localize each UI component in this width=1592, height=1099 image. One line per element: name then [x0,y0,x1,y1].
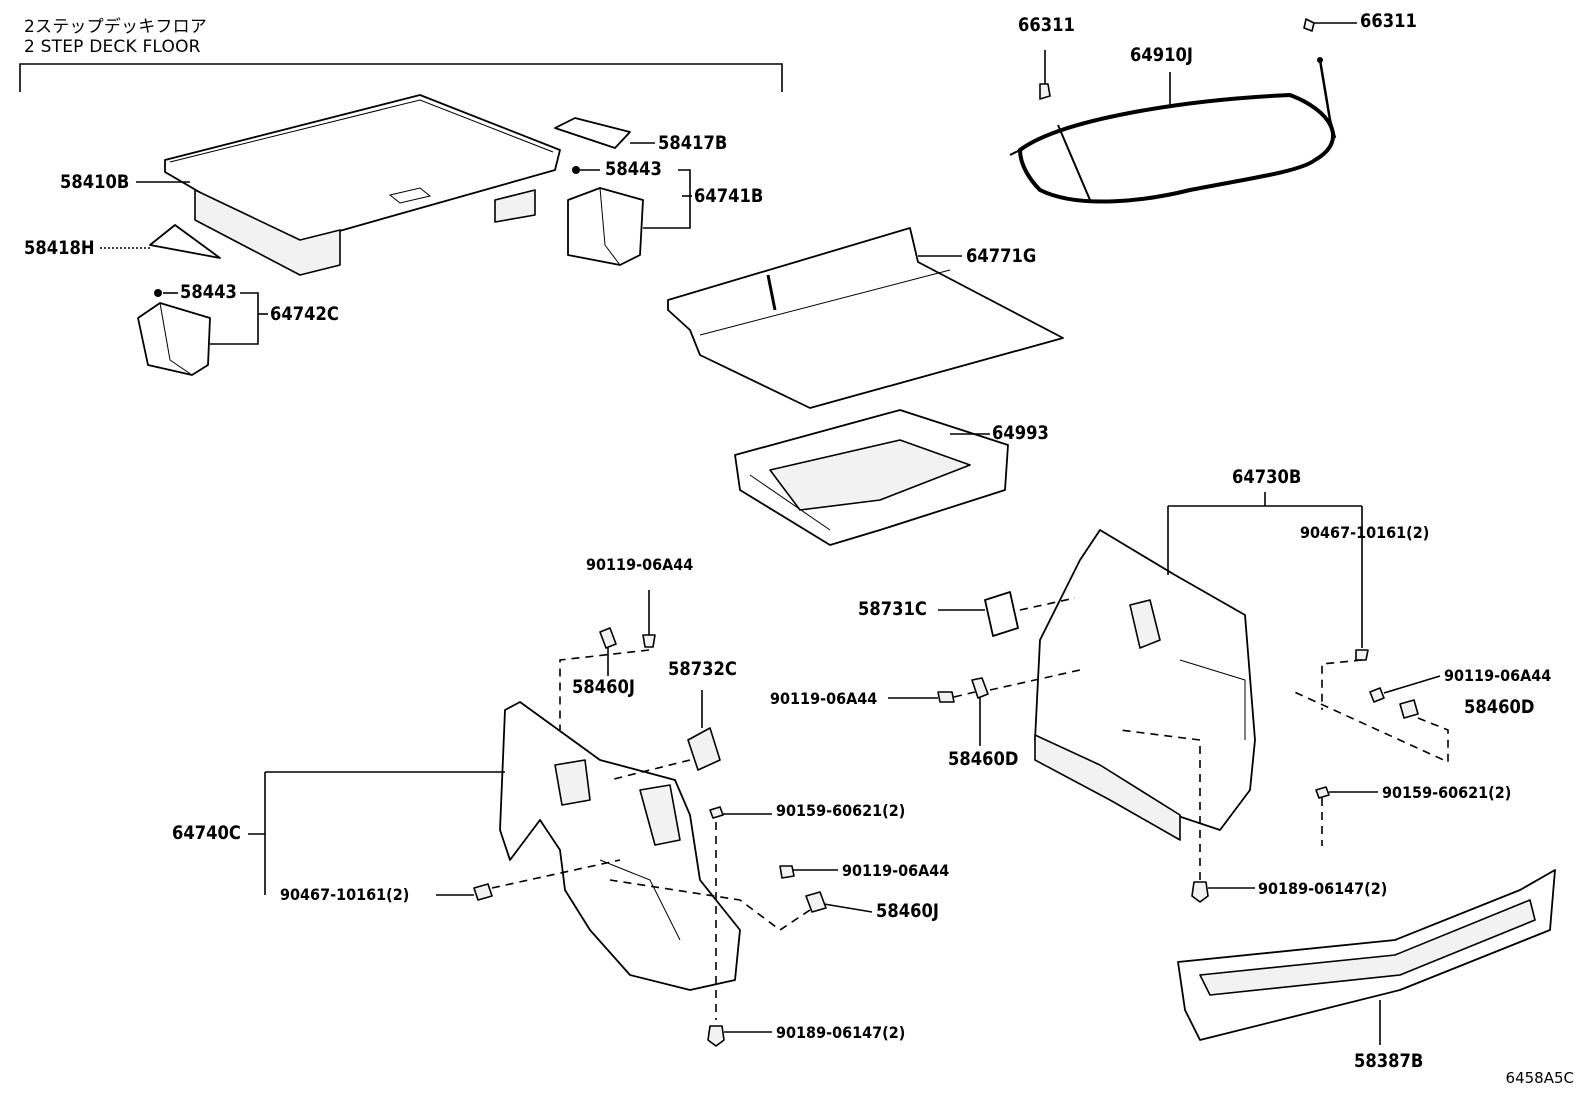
cable-64910J [1009,57,1337,204]
part-label-66311-right[interactable]: 66311 [1360,10,1417,32]
clip-66311-left [1039,50,1051,100]
part-label-90467-right[interactable]: 90467-10161(2) [1300,523,1430,542]
clip-58460J-bottom [609,879,873,931]
part-label-58443-top[interactable]: 58443 [605,158,662,180]
part-label-64741B[interactable]: 64741B [694,185,764,207]
fastener-90119-center [888,691,976,703]
trim-64740C [248,701,741,991]
clip-90189-right [1119,729,1255,903]
part-label-58418H[interactable]: 58418H [24,237,95,259]
part-label-58410B[interactable]: 58410B [60,171,130,193]
part-label-90119-center[interactable]: 90119-06A44 [770,689,878,708]
tray-64993 [734,409,1009,546]
part-label-58443-bottom[interactable]: 58443 [180,281,237,303]
clip-58460D-right [1289,689,1449,764]
screw-90159-left [709,806,772,1020]
part-label-58460D-right[interactable]: 58460D [1464,696,1535,718]
part-label-58732C[interactable]: 58732C [668,658,737,680]
trim-64730B [1034,492,1363,841]
part-label-58460D-center[interactable]: 58460D [948,748,1019,770]
cover-58731C [938,591,1076,637]
clip-90189-left [707,1025,772,1047]
part-label-90467-left[interactable]: 90467-10161(2) [280,885,410,904]
part-label-66311-left[interactable]: 66311 [1018,14,1075,36]
part-label-90119-bottom-left[interactable]: 90119-06A44 [842,861,950,880]
fastener-90467-left [436,859,621,901]
part-label-58417B[interactable]: 58417B [658,132,728,154]
part-label-90159-left[interactable]: 90159-60621(2) [776,801,906,820]
diagram-code: 6458A5C [1505,1069,1574,1087]
fastener-90119-bottom-left [779,865,838,879]
clip-58460D-center [971,669,1081,746]
screw-90159-right [1315,786,1378,846]
part-label-64740C[interactable]: 64740C [172,822,241,844]
part-label-58460J-top[interactable]: 58460J [572,676,635,698]
part-label-58460J-bottom[interactable]: 58460J [876,900,939,922]
part-label-64742C[interactable]: 64742C [270,303,339,325]
trim-58732C [609,690,721,781]
part-label-64730B[interactable]: 64730B [1232,466,1302,488]
clip-58460J-top [599,627,617,676]
title-jp: 2ステップデッキフロア [24,17,208,37]
part-label-58387B[interactable]: 58387B [1354,1050,1424,1072]
part-label-90159-right[interactable]: 90159-60621(2) [1382,783,1512,802]
scuff-plate-58387B [1177,869,1556,1045]
part-label-64910J[interactable]: 64910J [1130,44,1193,66]
part-label-90119-left[interactable]: 90119-06A44 [586,555,694,574]
fastener-90119-right [1369,675,1441,703]
part-label-58731C[interactable]: 58731C [858,598,927,620]
box-64742C [137,289,268,376]
part-label-90119-right[interactable]: 90119-06A44 [1444,666,1552,685]
fastener-90467-right [1321,649,1369,710]
panel-58417B [554,117,655,149]
part-label-90189-right[interactable]: 90189-06147(2) [1258,879,1388,898]
part-label-64993[interactable]: 64993 [992,422,1049,444]
mat-64771G [667,227,1064,409]
deck-floor-bracket [19,63,783,92]
deck-board-58410B [136,94,561,276]
panel-58418H [100,224,221,259]
fastener-90119-left [559,590,656,730]
clip-66311-right [1303,18,1357,32]
box-64741B [567,166,692,266]
part-label-64771G[interactable]: 64771G [966,245,1037,267]
title-en: 2 STEP DECK FLOOR [24,37,201,57]
part-label-90189-left[interactable]: 90189-06147(2) [776,1023,906,1042]
